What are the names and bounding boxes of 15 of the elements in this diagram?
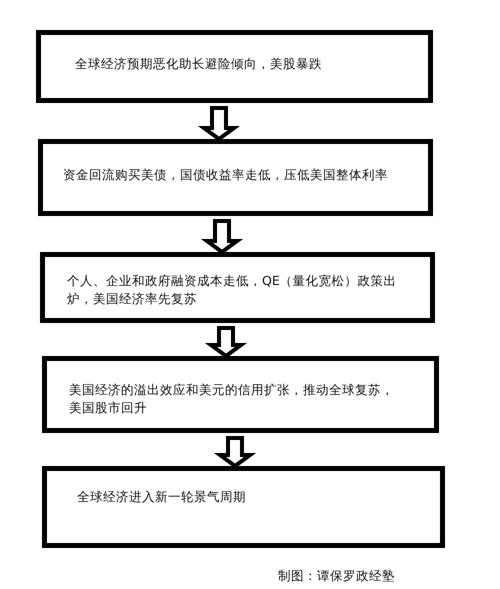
block-arrow — [198, 106, 240, 142]
process-box — [42, 466, 445, 548]
process-box — [40, 252, 435, 323]
process-box — [38, 139, 433, 216]
step-text: 全球经济预期恶化助长避险倾向，美股暴跌 — [75, 55, 323, 73]
process-box — [36, 30, 433, 103]
block-arrow — [200, 219, 244, 254]
block-arrow — [204, 326, 248, 358]
step-text: 资金回流购买美债，国债收益率走低，压低美国整体利率 — [63, 166, 389, 184]
process-box — [42, 356, 439, 433]
step-text: 全球经济进入新一轮景气周期 — [77, 488, 247, 506]
step-text: 个人、企业和政府融资成本走低，QE（量化宽松）政策出炉，美国经济率先复苏 — [67, 272, 398, 308]
step-text: 美国经济的溢出效应和美元的信用扩张，推动全球复苏，美国股市回升 — [69, 381, 395, 417]
credit-caption: 制图：谭保罗政经塾 — [278, 568, 395, 585]
block-arrow — [214, 436, 256, 468]
